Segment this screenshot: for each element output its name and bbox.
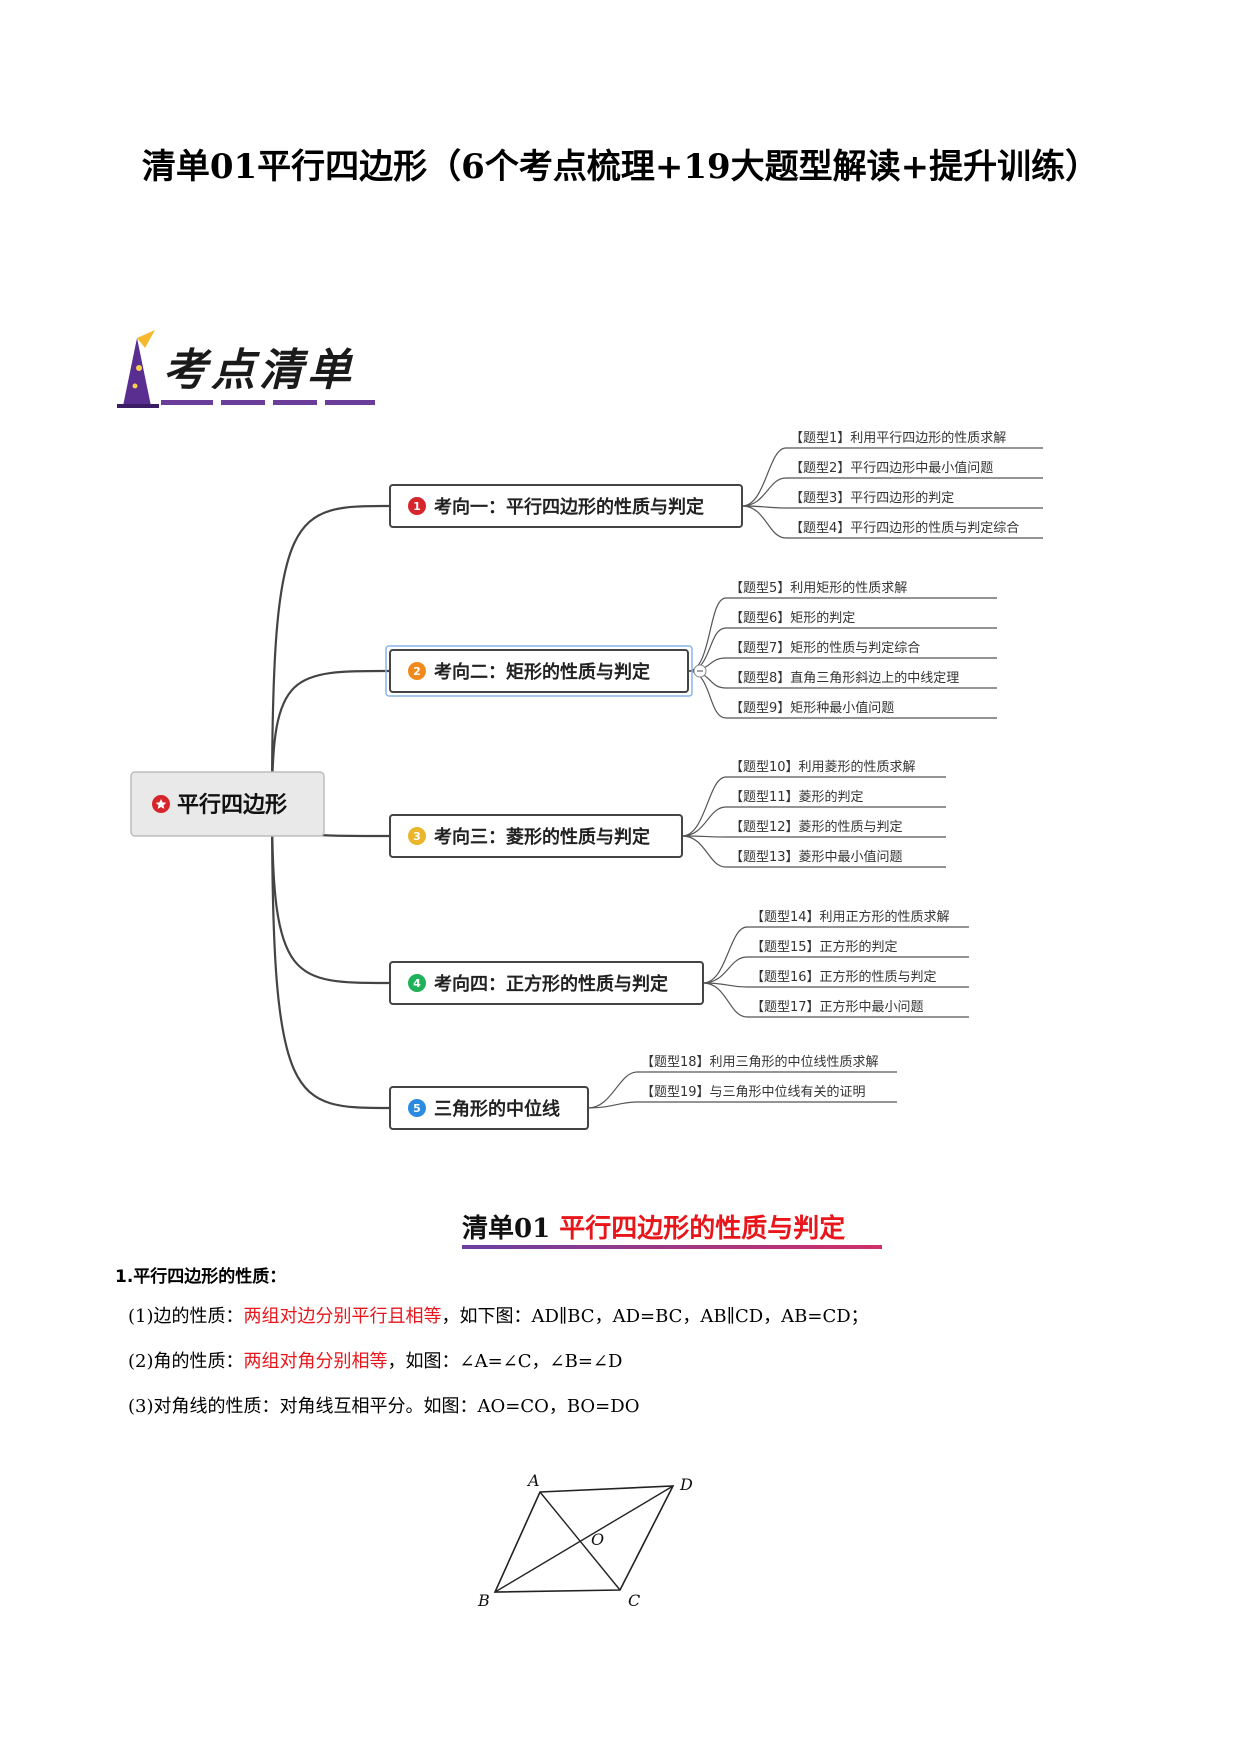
section-prefix: 清单01	[462, 1214, 551, 1244]
property-diagonals: (3)对角线的性质：对角线互相平分。如图：AO=CO，BO=DO	[128, 1396, 640, 1417]
leaf-connector	[687, 627, 727, 672]
leaf-item: 【题型4】平行四边形的性质与判定综合	[790, 520, 1019, 536]
root-label: 平行四边形	[177, 792, 287, 818]
leaf-connector	[702, 926, 748, 984]
leaf-item: 【题型12】菱形的性质与判定	[730, 819, 903, 835]
leaf-item: 【题型8】直角三角形斜边上的中线定理	[730, 670, 959, 686]
number-badge-icon	[408, 1099, 426, 1117]
root-connector	[270, 504, 391, 805]
leaf-item: 【题型3】平行四边形的判定	[790, 490, 954, 506]
branch-label: 考向二：矩形的性质与判定	[434, 661, 650, 683]
leaf-item: 【题型14】利用正方形的性质求解	[751, 909, 950, 925]
leaf-item: 【题型13】菱形中最小值问题	[730, 849, 903, 865]
section-underline	[462, 1245, 882, 1249]
root-node	[130, 771, 325, 837]
point-o-label: O	[591, 1530, 604, 1549]
branch-number: 5	[413, 1102, 421, 1115]
leaf-connector	[687, 670, 727, 689]
leaf-connector	[741, 505, 787, 539]
leaf-item: 【题型1】利用平行四边形的性质求解	[790, 430, 1006, 446]
leaf-connector	[681, 776, 727, 837]
leaf-item: 【题型6】矩形的判定	[730, 610, 855, 626]
leaf-connector	[681, 835, 727, 868]
selection-outline	[385, 645, 693, 697]
branch-label: 考向一：平行四边形的性质与判定	[434, 496, 704, 518]
point-d-label: D	[679, 1475, 693, 1494]
leaf-connector	[702, 956, 748, 984]
leaf-connector	[587, 1101, 638, 1109]
branch-node-3	[389, 814, 683, 858]
section-heading: 清单01 平行四边形的性质与判定	[462, 1208, 845, 1245]
root-connector	[270, 803, 391, 1110]
root-connector	[270, 669, 391, 805]
branch-node-2	[389, 649, 689, 693]
leaf-item: 【题型19】与三角形中位线有关的证明	[641, 1084, 866, 1100]
exam-points-logo: 考点清单	[115, 328, 380, 410]
wizard-hat-icon	[117, 330, 159, 408]
leaf-connector	[587, 1071, 638, 1109]
leaf-item: 【题型16】正方形的性质与判定	[751, 969, 937, 985]
branch-label: 三角形的中位线	[434, 1098, 560, 1120]
branch-number: 1	[413, 500, 421, 513]
leaf-item: 【题型17】正方形中最小问题	[751, 999, 924, 1015]
item-title: 1.平行四边形的性质：	[115, 1267, 287, 1287]
branch-label: 考向三：菱形的性质与判定	[434, 826, 650, 848]
number-badge-icon	[408, 827, 426, 845]
branch-node-1	[389, 484, 743, 528]
branch-label: 考向四：正方形的性质与判定	[434, 973, 668, 995]
diagonal-bd	[494, 1485, 674, 1593]
star-icon	[155, 799, 167, 809]
number-badge-icon	[408, 974, 426, 992]
point-b-label: B	[477, 1591, 490, 1610]
mind-map: 平行四边形【题型1】利用平行四边形的性质求解【题型2】平行四边形中最小值问题【题…	[130, 430, 1043, 1130]
branch-number: 4	[413, 977, 421, 990]
leaf-connector	[687, 597, 727, 672]
leaf-item: 【题型7】矩形的性质与判定综合	[730, 640, 920, 656]
section-highlight: 平行四边形的性质与判定	[559, 1214, 846, 1244]
number-badge-icon	[408, 497, 426, 515]
property-angles: (2)角的性质：两组对角分别相等，如图：∠A=∠C，∠B=∠D	[128, 1351, 623, 1372]
property-sides: (1)边的性质：两组对边分别平行且相等，如下图：AD∥BC，AD=BC，AB∥C…	[128, 1306, 869, 1327]
leaf-connector	[741, 477, 787, 507]
leaf-item: 【题型5】利用矩形的性质求解	[730, 580, 907, 596]
branch-node-5	[389, 1086, 589, 1130]
branch-number: 2	[413, 665, 421, 678]
leaf-connector	[681, 806, 727, 837]
logo-text: 考点清单	[163, 345, 355, 396]
leaf-connector	[687, 657, 727, 672]
leaf-item: 【题型2】平行四边形中最小值问题	[790, 460, 993, 476]
point-c-label: C	[628, 1591, 640, 1610]
number-badge-icon	[408, 662, 426, 680]
leaf-item: 【题型9】矩形种最小值问题	[730, 700, 894, 716]
point-a-label: A	[526, 1471, 540, 1490]
leaf-connector	[741, 447, 787, 507]
branch-number: 3	[413, 830, 421, 843]
document-title: 清单01平行四边形（6个考点梳理+19大题型解读+提升训练）	[141, 147, 1100, 187]
parallelogram-figure: A D O B C	[477, 1471, 693, 1610]
leaf-item: 【题型18】利用三角形的中位线性质求解	[641, 1054, 879, 1070]
leaf-item: 【题型15】正方形的判定	[751, 939, 898, 955]
leaf-item: 【题型11】菱形的判定	[730, 789, 864, 805]
branch-node-4	[389, 961, 704, 1005]
leaf-item: 【题型10】利用菱形的性质求解	[730, 759, 916, 775]
leaf-connector	[702, 982, 748, 1018]
